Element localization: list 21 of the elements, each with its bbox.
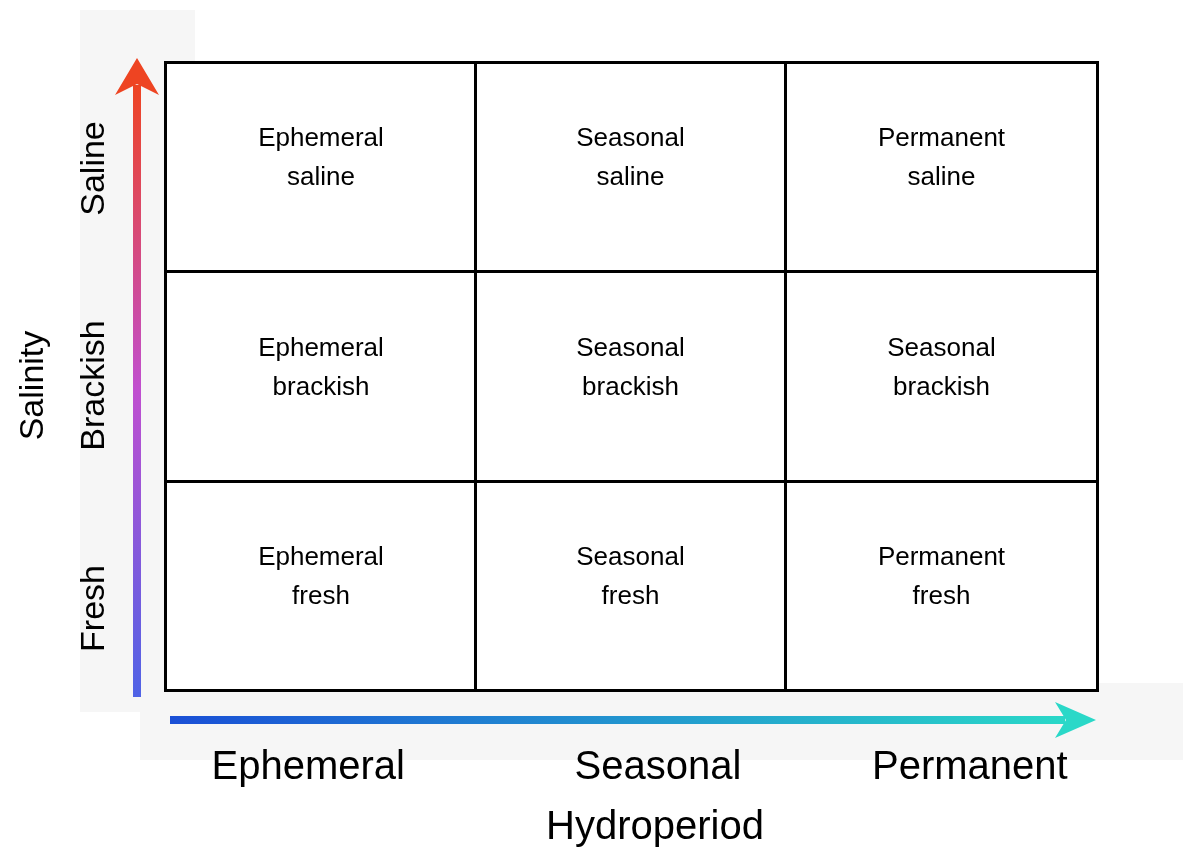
- cell-label: Ephemeral fresh: [257, 540, 385, 612]
- axis-tick-label: Ephemeral: [211, 742, 405, 788]
- cell-label: Permanent saline: [876, 121, 1007, 193]
- axis-tick-label: Brackish: [72, 319, 112, 451]
- cell-label: Seasonal saline: [575, 121, 686, 193]
- axis-tick-label: Saline: [72, 120, 112, 216]
- axis-tick-label: Fresh: [72, 564, 112, 652]
- cell-label: Permanent fresh: [876, 540, 1007, 612]
- axis-title: Salinity: [12, 330, 52, 440]
- cell-label: Seasonal brackish: [886, 330, 997, 403]
- axis-tick-label: Seasonal: [574, 742, 742, 788]
- axis-tick-label: Permanent: [872, 742, 1068, 788]
- grid-cell: [784, 480, 1099, 692]
- cell-label: Ephemeral saline: [257, 121, 385, 193]
- grid-cell: [474, 61, 787, 273]
- grid-cell: [784, 61, 1099, 273]
- cell-label: Seasonal brackish: [575, 330, 686, 403]
- grid-cell: [474, 480, 787, 692]
- cell-label: Seasonal fresh: [575, 540, 686, 612]
- cell-label: Ephemeral brackish: [257, 330, 385, 403]
- axis-title: Hydroperiod: [546, 802, 764, 848]
